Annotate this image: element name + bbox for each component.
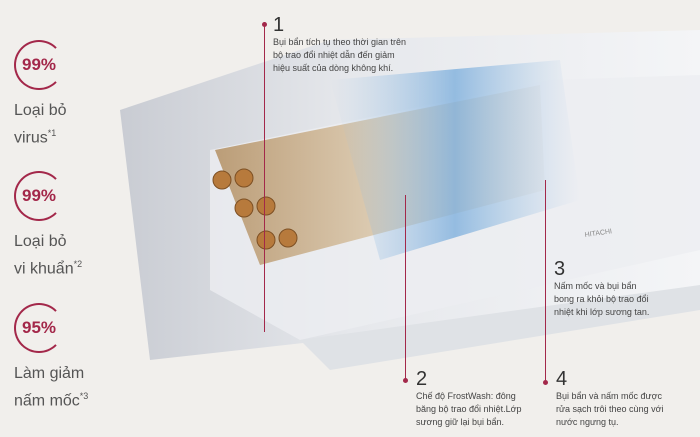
callout-dot-4 bbox=[543, 380, 548, 385]
callout-line-4 bbox=[545, 180, 546, 380]
callout-dot-1 bbox=[262, 22, 267, 27]
copper-pipes bbox=[212, 168, 298, 250]
stat-badge: 99% bbox=[14, 40, 64, 90]
callout-dot-2 bbox=[403, 378, 408, 383]
callout-3: 3 Nấm mốc và bụi bẩn bong ra khỏi bộ tra… bbox=[554, 258, 650, 317]
callout-1: 1 Bụi bẩn tích tụ theo thời gian trên bộ… bbox=[273, 14, 406, 73]
bottom-louver bbox=[300, 285, 700, 370]
callout-line-1 bbox=[264, 22, 265, 332]
airflow-glow bbox=[330, 60, 580, 260]
brand-logo: HITACHI bbox=[584, 228, 612, 239]
stat-badge: 95% bbox=[14, 303, 64, 353]
callout-line-2 bbox=[405, 195, 406, 380]
callout-2: 2 Chế độ FrostWash: đông băng bộ trao đổ… bbox=[416, 368, 522, 427]
stat-badge: 99% bbox=[14, 171, 64, 221]
callout-4: 4 Bụi bẩn và nấm mốc được rửa sạch trôi … bbox=[556, 368, 664, 427]
